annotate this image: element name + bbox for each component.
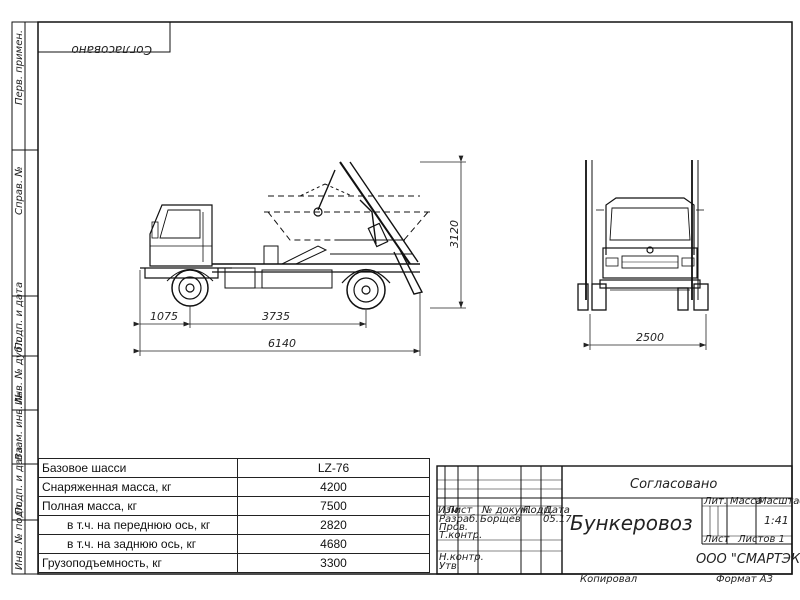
- rev-col-sign: Подп.: [523, 505, 553, 516]
- front-dimensions: [583, 314, 707, 350]
- developer-name: Борщёв: [480, 514, 521, 525]
- dev-date: 05.17: [543, 514, 572, 525]
- spec-label: Полная масса, кг: [38, 496, 238, 516]
- role-tkontr: Т.контр.: [439, 530, 482, 541]
- dim-front-overhang: 1075: [150, 310, 178, 323]
- side-label-5: Подп. и дата: [14, 447, 25, 515]
- side-label-3: Инв. № дубл.: [13, 337, 25, 405]
- stamp-text: Согласовано: [630, 477, 717, 492]
- side-dimensions: [133, 155, 466, 356]
- side-strip: [11, 21, 39, 575]
- spec-value: 7500: [237, 496, 430, 516]
- role-utv: Утв.: [439, 561, 460, 572]
- role-razrab: Разраб.: [439, 513, 478, 525]
- dim-height: 3120: [448, 220, 461, 248]
- dim-overall-length: 6140: [268, 337, 296, 350]
- spec-value: 2820: [237, 515, 430, 535]
- spec-label: Грузоподъемность, кг: [38, 553, 238, 573]
- side-label-4: Взам. инв. №: [14, 392, 25, 460]
- side-label-6: Инв. № подл.: [14, 501, 25, 570]
- dim-wheelbase: 3735: [262, 310, 290, 323]
- rev-col-doc: № докум.: [481, 505, 531, 516]
- front-view: [577, 160, 709, 311]
- scale-label: Масштаб: [758, 495, 800, 507]
- dim-width: 2500: [636, 331, 664, 344]
- spec-value: 3300: [237, 553, 430, 573]
- title-block: [436, 465, 793, 575]
- drawing-title: Бункеровоз: [570, 511, 693, 535]
- side-label-2: Подп. и дата: [14, 282, 25, 350]
- rev-col-date: Дата: [543, 505, 570, 516]
- lit-label: Лит.: [703, 496, 727, 507]
- spec-label: Снаряженная масса, кг: [38, 477, 238, 497]
- mirrored-stamp-text: Согласовано: [71, 43, 152, 57]
- side-label-0: Перв. примен.: [14, 30, 25, 105]
- format-label: Формат A3: [716, 574, 773, 585]
- copied-label: Копировал: [580, 574, 638, 585]
- spec-label: в т.ч. на переднюю ось, кг: [38, 515, 238, 535]
- side-strip-labels: Перв. примен. Справ. № Подп. и дата Инв.…: [13, 30, 25, 570]
- company-name: ООО "СМАРТЭКО": [696, 552, 800, 567]
- container-dashed: [264, 183, 430, 241]
- mirrored-stamp-box: Согласовано: [37, 21, 171, 57]
- side-label-1: Справ. №: [14, 166, 25, 215]
- role-prov: Пров.: [439, 522, 468, 533]
- spec-value: 4200: [237, 477, 430, 497]
- rev-col-list: Лист: [446, 505, 474, 516]
- sheet-label: Лист: [703, 534, 731, 545]
- mass-label: Масса: [730, 496, 762, 507]
- spec-label: Базовое шасси: [38, 458, 238, 478]
- spec-value: 4680: [237, 534, 430, 554]
- sheets-label: Листов 1: [737, 534, 785, 545]
- scale-value: 1:41: [764, 514, 789, 527]
- role-nkontr: Н.контр.: [439, 552, 484, 563]
- side-view: [140, 161, 424, 310]
- spec-value: LZ-76: [237, 458, 430, 478]
- spec-label: в т.ч. на заднюю ось, кг: [38, 534, 238, 554]
- rev-col-izm: Изм: [438, 505, 459, 516]
